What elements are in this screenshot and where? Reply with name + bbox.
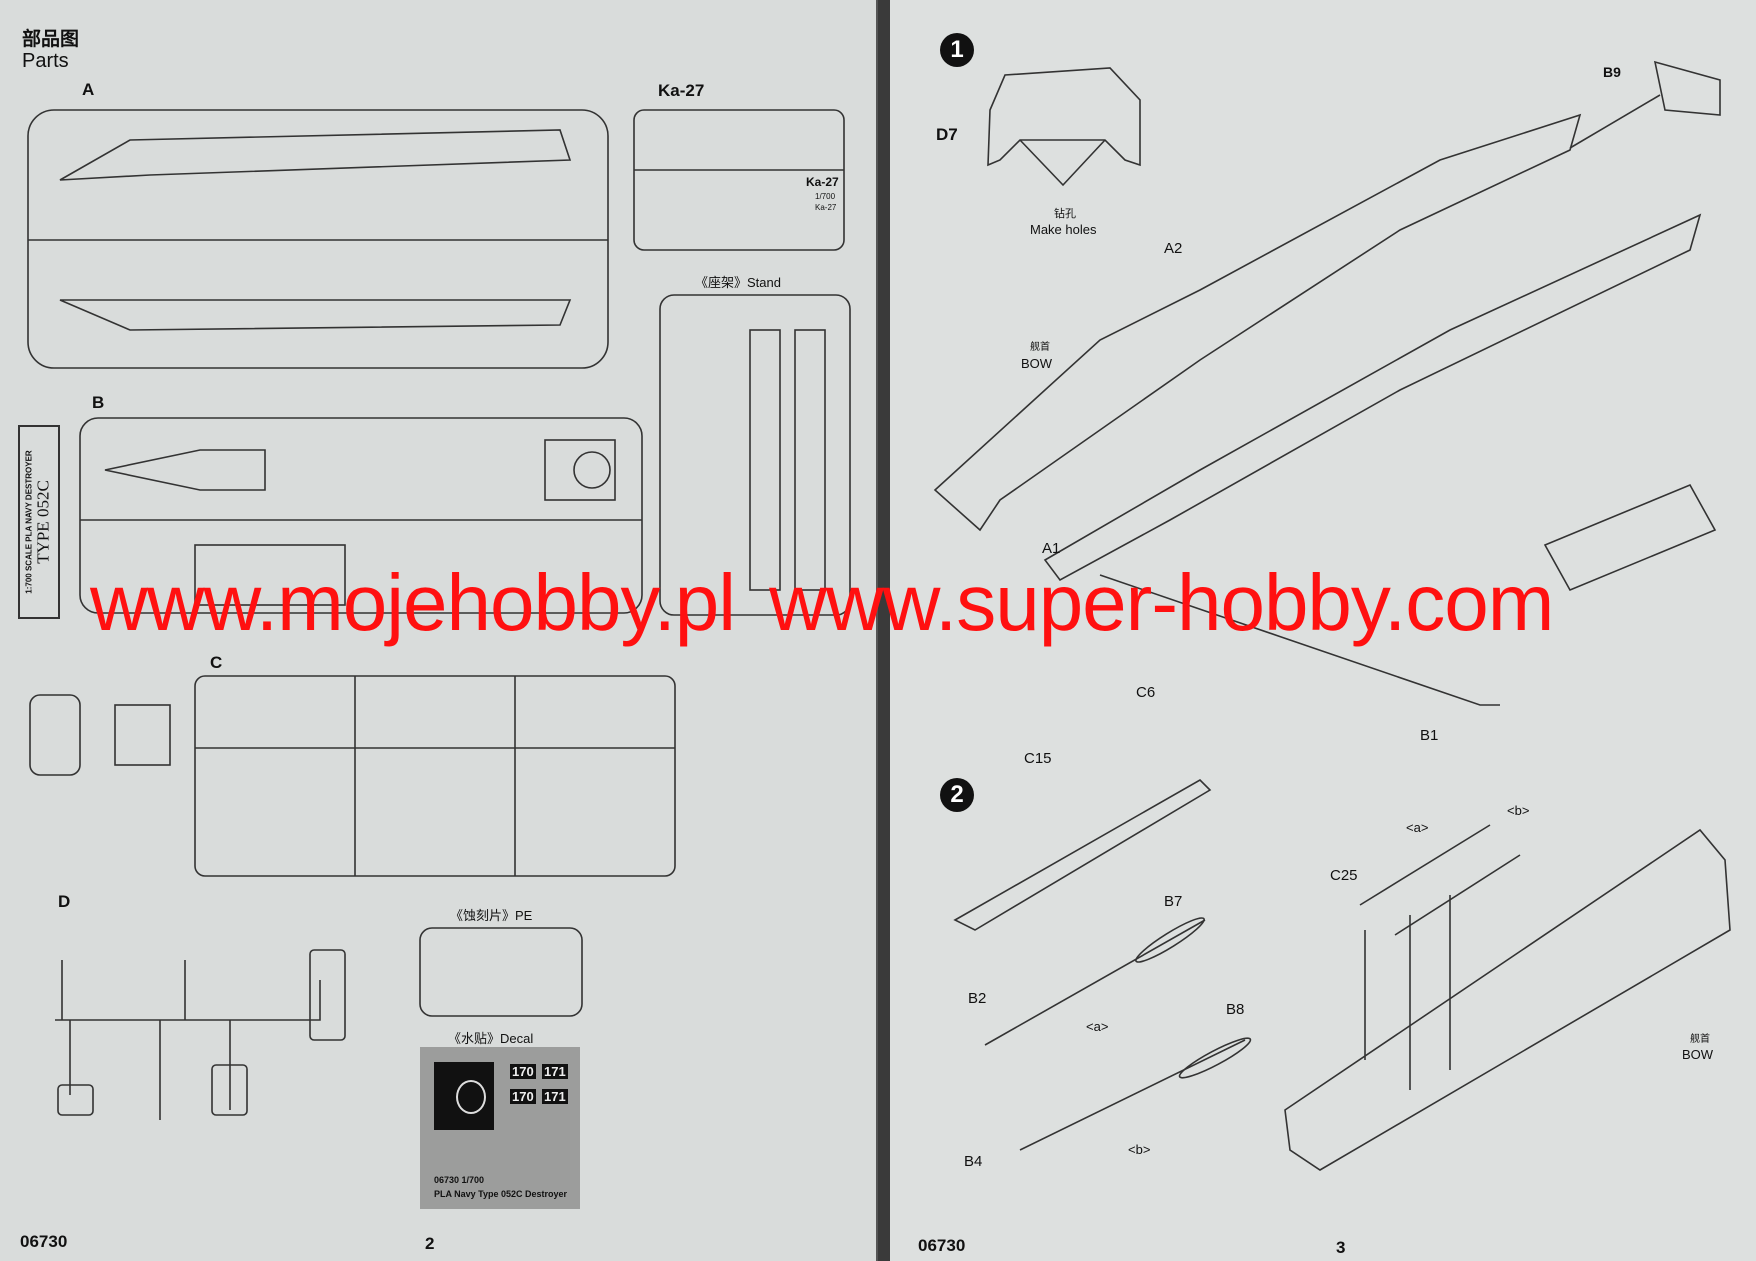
step-2-badge: 2 xyxy=(940,778,974,812)
shaft-b8 xyxy=(1019,1039,1246,1151)
sprue-a-label: A xyxy=(82,80,95,99)
footer-code: 06730 xyxy=(20,1232,68,1251)
sprue-c-label: C xyxy=(210,653,223,672)
sprue-ka27-frame xyxy=(633,109,845,251)
deck-b1 xyxy=(953,779,1212,931)
decal-label: 《水贴》Decal xyxy=(448,1031,534,1046)
assembly-page: 1 D7 钻孔 Make holes B9 A2 舰首 BOW A1 B1 2 … xyxy=(890,0,1756,1261)
part-label-c6: C6 xyxy=(1136,684,1156,701)
deck-part xyxy=(104,449,266,491)
sprue-d-label: D xyxy=(58,892,71,911)
sprue-ka27-label: Ka-27 xyxy=(658,81,705,100)
part-label-a2: A2 xyxy=(1164,240,1183,257)
ka27-sub: Ka-27 xyxy=(815,203,837,212)
decal-hull-number: 170 xyxy=(510,1089,536,1104)
decal-name: PLA Navy Type 052C Destroyer xyxy=(434,1189,568,1199)
stand-part-d7 xyxy=(987,67,1141,167)
decal-hull-number: 170 xyxy=(510,1064,536,1079)
part-label-b8: B8 xyxy=(1226,1001,1245,1018)
part-label-c15: C15 xyxy=(1024,750,1052,767)
nameplate-type: TYPE 052C xyxy=(33,480,53,564)
part-label-b9: B9 xyxy=(1603,64,1621,80)
pe-fret xyxy=(419,927,583,1017)
part-label-c25: C25 xyxy=(1330,867,1358,884)
parts-title-cn: 部品图 xyxy=(22,29,80,50)
parts-page: 部品图 Parts A Ka-27 Ka-27 1/700 Ka-27 《座架》… xyxy=(0,0,878,1261)
part-b9 xyxy=(1653,60,1721,116)
decal-code: 06730 1/700 xyxy=(434,1175,485,1185)
ref-b-label: <b> xyxy=(1128,1142,1151,1157)
step-1-badge: 1 xyxy=(940,33,974,67)
decal-hull-number: 171 xyxy=(542,1064,568,1079)
stand-label: 《座架》Stand xyxy=(695,275,781,290)
part-label-b2: B2 xyxy=(968,990,987,1007)
bow-label-cn: 舰首 xyxy=(1030,342,1050,353)
nameplate: 1:700 SCALE PLA NAVY DESTROYER TYPE 052C xyxy=(18,425,60,619)
page-number: 2 xyxy=(425,1234,435,1253)
shaft-b7 xyxy=(984,919,1206,1046)
watermark-superhobby: www.super-hobby.com xyxy=(769,558,1554,647)
part-label-b7: B7 xyxy=(1164,893,1183,910)
nameplate-scale: 1:700 SCALE PLA NAVY DESTROYER xyxy=(24,450,34,594)
parts-sprue-drawings xyxy=(27,109,851,1120)
part-label-d7: D7 xyxy=(936,125,958,144)
parts-title: Parts xyxy=(22,50,69,72)
sprue-d-frame xyxy=(55,960,321,1120)
sprue-a-frame xyxy=(27,109,609,369)
decal-sheet: 170 171 170 171 06730 1/700 PLA Navy Typ… xyxy=(420,1047,580,1209)
watermark-mojehobby: www.mojehobby.pl xyxy=(90,558,736,647)
part-label-b4: B4 xyxy=(964,1153,983,1170)
drill-label-cn: 钻孔 xyxy=(1054,208,1076,220)
bow-label: BOW xyxy=(1682,1047,1714,1062)
part-label-a1: A1 xyxy=(1042,540,1061,557)
lower-hull xyxy=(1284,828,1731,1171)
bow-label-cn: 舰首 xyxy=(1690,1034,1710,1045)
sprue-c-frame xyxy=(194,675,676,877)
ka27-scale: 1/700 xyxy=(815,192,836,201)
part-label-b1: B1 xyxy=(1420,727,1439,744)
drill-label: Make holes xyxy=(1030,222,1097,237)
helipad-decal xyxy=(434,1062,494,1130)
hull-half-a2 xyxy=(59,299,572,331)
decal-hull-number: 171 xyxy=(542,1089,568,1104)
hull-half-a2 xyxy=(933,113,1582,532)
sprue-stand-frame xyxy=(659,294,851,616)
ref-b-label: <b> xyxy=(1507,803,1530,818)
sprue-b-label: B xyxy=(92,393,105,412)
ref-a-label: <a> xyxy=(1086,1019,1109,1034)
pe-label: 《蚀刻片》PE xyxy=(450,908,533,923)
ref-a-label: <a> xyxy=(1406,820,1429,835)
deck-panel xyxy=(1543,483,1717,592)
footer-code: 06730 xyxy=(918,1236,966,1255)
sprue-b-frame xyxy=(79,417,643,614)
page-number: 3 xyxy=(1336,1238,1346,1257)
hull-half-a1 xyxy=(59,129,572,181)
hull-half-a1 xyxy=(1043,213,1702,582)
bow-label: BOW xyxy=(1021,356,1053,371)
assembly-drawings xyxy=(933,60,1731,1171)
ka27-tag: Ka-27 xyxy=(806,175,839,189)
